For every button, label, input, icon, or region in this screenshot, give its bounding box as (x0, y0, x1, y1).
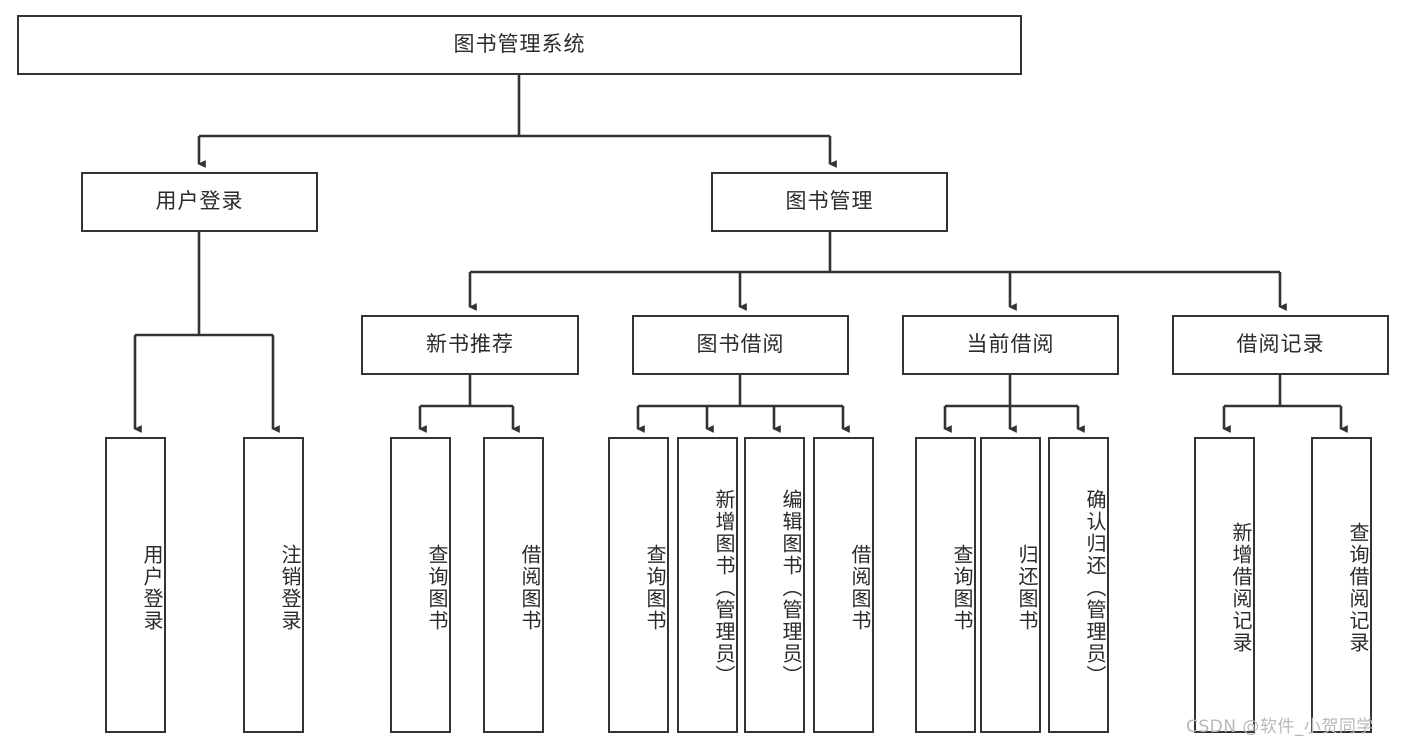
node-user-login-label: 用户登录 (155, 189, 244, 214)
leaf-label: 查询图书 (643, 544, 667, 632)
leaf-label: 借阅图书 (518, 544, 542, 632)
leaf-current-borrow-confirm-return-admin[interactable]: 确认归还（管理员） (1048, 437, 1109, 733)
leaf-label: 编辑图书（管理员） (779, 489, 803, 687)
leaf-label: 查询借阅记录 (1346, 522, 1370, 654)
node-user-login[interactable]: 用户登录 (81, 172, 318, 232)
leaf-book-borrow-borrow-book[interactable]: 借阅图书 (813, 437, 874, 733)
leaf-label: 借阅图书 (848, 544, 872, 632)
leaf-book-borrow-query-book[interactable]: 查询图书 (608, 437, 669, 733)
node-root-label: 图书管理系统 (453, 32, 586, 57)
node-current-borrow[interactable]: 当前借阅 (902, 315, 1119, 375)
leaf-current-borrow-return-book[interactable]: 归还图书 (980, 437, 1041, 733)
leaf-book-borrow-edit-book-admin[interactable]: 编辑图书（管理员） (744, 437, 805, 733)
leaf-new-book-borrow-book[interactable]: 借阅图书 (483, 437, 544, 733)
leaf-label: 用户登录 (140, 544, 164, 632)
node-current-borrow-label: 当前借阅 (966, 332, 1055, 357)
node-book-borrow[interactable]: 图书借阅 (632, 315, 849, 375)
leaf-user-login-logout[interactable]: 注销登录 (243, 437, 304, 733)
node-borrow-record-label: 借阅记录 (1236, 332, 1325, 357)
node-new-book-recommend-label: 新书推荐 (426, 332, 514, 357)
leaf-label: 归还图书 (1015, 544, 1039, 632)
leaf-label: 新增图书（管理员） (712, 489, 736, 687)
leaf-borrow-record-query-record[interactable]: 查询借阅记录 (1311, 437, 1372, 733)
leaf-label: 注销登录 (278, 544, 302, 632)
leaf-label: 新增借阅记录 (1229, 522, 1253, 654)
node-book-management-label: 图书管理 (785, 189, 874, 214)
node-new-book-recommend[interactable]: 新书推荐 (361, 315, 579, 375)
node-borrow-record[interactable]: 借阅记录 (1172, 315, 1389, 375)
leaf-label: 确认归还（管理员） (1083, 489, 1107, 687)
leaf-book-borrow-add-book-admin[interactable]: 新增图书（管理员） (677, 437, 738, 733)
node-book-borrow-label: 图书借阅 (696, 332, 785, 357)
leaf-current-borrow-query-book[interactable]: 查询图书 (915, 437, 976, 733)
leaf-label: 查询图书 (425, 544, 449, 632)
node-root-system[interactable]: 图书管理系统 (17, 15, 1022, 75)
leaf-user-login-login[interactable]: 用户登录 (105, 437, 166, 733)
leaf-label: 查询图书 (950, 544, 974, 632)
csdn-watermark: CSDN @软件_小贺同学 (1186, 717, 1374, 737)
leaf-borrow-record-add-record[interactable]: 新增借阅记录 (1194, 437, 1255, 733)
node-book-management[interactable]: 图书管理 (711, 172, 948, 232)
leaf-new-book-query-book[interactable]: 查询图书 (390, 437, 451, 733)
